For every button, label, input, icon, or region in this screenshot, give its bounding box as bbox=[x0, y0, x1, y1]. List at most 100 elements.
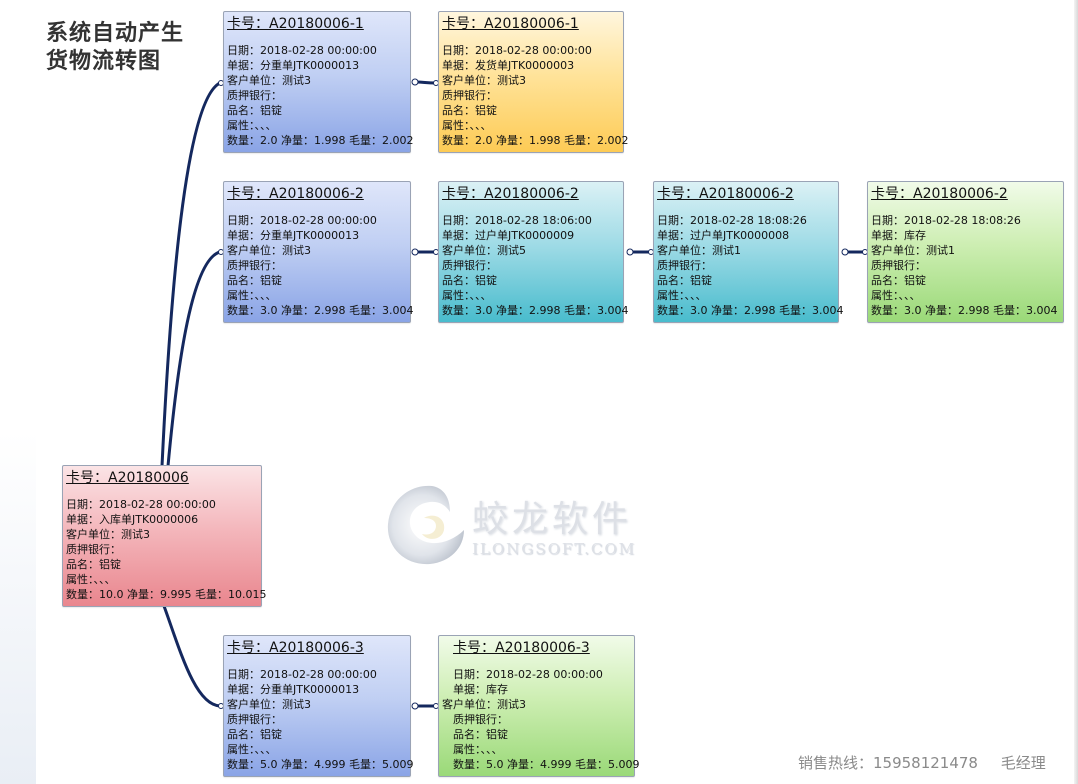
card-product: 品名：铝锭 bbox=[453, 728, 508, 741]
card-number: 卡号：A20180006-2 bbox=[657, 186, 794, 202]
page-title-line2: 货物流转图 bbox=[46, 49, 162, 74]
connector-root-s2a bbox=[166, 250, 222, 468]
card-document: 单据：库存 bbox=[871, 229, 926, 242]
card-product: 品名：铝锭 bbox=[227, 728, 282, 741]
card-date: 日期：2018-02-28 00:00:00 bbox=[66, 498, 216, 511]
card-quantity: 数量：2.0 净量：1.998 毛量：2.002 bbox=[442, 134, 629, 147]
card-date: 日期：2018-02-28 00:00:00 bbox=[442, 44, 592, 57]
card-product: 品名：铝锭 bbox=[442, 274, 497, 287]
card-document: 单据：库存 bbox=[453, 683, 508, 696]
watermark-brand-text: 蛟龙软件 bbox=[472, 499, 633, 540]
card-bank: 质押银行： bbox=[442, 259, 497, 272]
card-product: 品名：铝锭 bbox=[442, 104, 497, 117]
card-date: 日期：2018-02-28 18:08:26 bbox=[657, 214, 807, 227]
card-bank: 质押银行： bbox=[453, 713, 508, 726]
connector-handle bbox=[841, 248, 849, 256]
card-attributes: 属性：、、、 bbox=[453, 743, 503, 756]
card-number: 卡号：A20180006 bbox=[66, 470, 189, 486]
left-background-strip bbox=[0, 0, 36, 784]
card-date: 日期：2018-02-28 00:00:00 bbox=[227, 44, 377, 57]
card-attributes: 属性：、、、 bbox=[227, 119, 277, 132]
card-document: 单据：过户单JTK0000009 bbox=[442, 229, 575, 242]
card-s3b[interactable]: 卡号：A20180006-3 日期：2018-02-28 00:00:00 单据… bbox=[438, 635, 640, 777]
card-s2a[interactable]: 卡号：A20180006-2 日期：2018-02-28 00:00:00 单据… bbox=[223, 181, 414, 323]
card-number: 卡号：A20180006-1 bbox=[442, 16, 579, 32]
card-bank: 质押银行： bbox=[871, 259, 926, 272]
card-s1b[interactable]: 卡号：A20180006-1 日期：2018-02-28 00:00:00 单据… bbox=[438, 11, 629, 153]
card-quantity: 数量：5.0 净量：4.999 毛量：5.009 bbox=[227, 758, 414, 771]
card-product: 品名：铝锭 bbox=[657, 274, 712, 287]
card-client: 客户单位：测试3 bbox=[227, 244, 311, 257]
card-bank: 质押银行： bbox=[442, 89, 497, 102]
card-product: 品名：铝锭 bbox=[871, 274, 926, 287]
card-quantity: 数量：3.0 净量：2.998 毛量：3.004 bbox=[871, 304, 1058, 317]
card-client: 客户单位：测试3 bbox=[66, 528, 150, 541]
card-date: 日期：2018-02-28 18:08:26 bbox=[871, 214, 1021, 227]
watermark-url-text: ILONGSOFT.COM bbox=[472, 540, 636, 558]
card-product: 品名：铝锭 bbox=[66, 558, 121, 571]
connector-handle bbox=[411, 702, 419, 710]
card-bank: 质押银行： bbox=[227, 713, 282, 726]
card-attributes: 属性：、、、 bbox=[227, 743, 277, 756]
card-s1a[interactable]: 卡号：A20180006-1 日期：2018-02-28 00:00:00 单据… bbox=[223, 11, 414, 153]
card-client: 客户单位：测试5 bbox=[442, 244, 526, 257]
card-bank: 质押银行： bbox=[227, 259, 282, 272]
card-bank: 质押银行： bbox=[66, 543, 121, 556]
card-document: 单据：分重单JTK0000013 bbox=[227, 683, 360, 696]
right-edge-shadow bbox=[1074, 0, 1078, 784]
card-quantity: 数量：2.0 净量：1.998 毛量：2.002 bbox=[227, 134, 414, 147]
card-attributes: 属性：、、、 bbox=[442, 289, 492, 302]
card-s2b[interactable]: 卡号：A20180006-2 日期：2018-02-28 18:06:00 单据… bbox=[438, 181, 629, 323]
connector-root-s1a bbox=[160, 81, 222, 468]
card-bank: 质押银行： bbox=[657, 259, 712, 272]
card-date: 日期：2018-02-28 00:00:00 bbox=[227, 668, 377, 681]
card-s2d[interactable]: 卡号：A20180006-2 日期：2018-02-28 18:08:26 单据… bbox=[867, 181, 1064, 323]
connector-s1a-s1b bbox=[414, 80, 438, 85]
connector-handle bbox=[411, 248, 419, 256]
connector-handle bbox=[411, 78, 419, 86]
card-bank: 质押银行： bbox=[227, 89, 282, 102]
sales-hotline: 销售热线：15958121478 bbox=[798, 754, 978, 772]
card-client: 客户单位：测试1 bbox=[871, 244, 955, 257]
card-date: 日期：2018-02-28 00:00:00 bbox=[227, 214, 377, 227]
page-title: 系统自动产生 货物流转图 bbox=[46, 20, 184, 76]
dragon-logo-icon bbox=[387, 485, 464, 565]
card-quantity: 数量：3.0 净量：2.998 毛量：3.004 bbox=[227, 304, 414, 317]
card-quantity: 数量：3.0 净量：2.998 毛量：3.004 bbox=[442, 304, 629, 317]
card-number: 卡号：A20180006-2 bbox=[227, 186, 364, 202]
card-s2c[interactable]: 卡号：A20180006-2 日期：2018-02-28 18:08:26 单据… bbox=[653, 181, 844, 323]
card-number: 卡号：A20180006-1 bbox=[227, 16, 364, 32]
card-root[interactable]: 卡号：A20180006 日期：2018-02-28 00:00:00 单据：入… bbox=[62, 465, 267, 607]
card-product: 品名：铝锭 bbox=[227, 104, 282, 117]
page-title-line1: 系统自动产生 bbox=[46, 21, 185, 46]
card-date: 日期：2018-02-28 18:06:00 bbox=[442, 214, 592, 227]
card-quantity: 数量：10.0 净量：9.995 毛量：10.015 bbox=[66, 588, 267, 601]
card-s3a[interactable]: 卡号：A20180006-3 日期：2018-02-28 00:00:00 单据… bbox=[223, 635, 414, 777]
card-attributes: 属性：、、、 bbox=[871, 289, 921, 302]
card-attributes: 属性：、、、 bbox=[227, 289, 277, 302]
connector-root-s3a bbox=[162, 604, 222, 708]
card-attributes: 属性：、、、 bbox=[657, 289, 707, 302]
card-quantity: 数量：3.0 净量：2.998 毛量：3.004 bbox=[657, 304, 844, 317]
card-client: 客户单位：测试3 bbox=[442, 698, 526, 711]
connector-handle bbox=[626, 248, 634, 256]
card-document: 单据：分重单JTK0000013 bbox=[227, 59, 360, 72]
card-document: 单据：过户单JTK0000008 bbox=[657, 229, 790, 242]
card-document: 单据：分重单JTK0000013 bbox=[227, 229, 360, 242]
card-document: 单据：入库单JTK0000006 bbox=[66, 513, 199, 526]
card-date: 日期：2018-02-28 00:00:00 bbox=[453, 668, 603, 681]
footer-contact: 销售热线：15958121478 毛经理 bbox=[798, 752, 1064, 773]
card-number: 卡号：A20180006-2 bbox=[871, 186, 1008, 202]
card-number: 卡号：A20180006-3 bbox=[453, 640, 590, 656]
card-client: 客户单位：测试3 bbox=[227, 698, 311, 711]
card-document: 单据：发货单JTK0000003 bbox=[442, 59, 575, 72]
card-client: 客户单位：测试1 bbox=[657, 244, 741, 257]
card-number: 卡号：A20180006-2 bbox=[442, 186, 579, 202]
card-client: 客户单位：测试3 bbox=[442, 74, 526, 87]
card-number: 卡号：A20180006-3 bbox=[227, 640, 364, 656]
card-quantity: 数量：5.0 净量：4.999 毛量：5.009 bbox=[453, 758, 640, 771]
card-attributes: 属性：、、、 bbox=[66, 573, 116, 586]
card-attributes: 属性：、、、 bbox=[442, 119, 492, 132]
card-client: 客户单位：测试3 bbox=[227, 74, 311, 87]
